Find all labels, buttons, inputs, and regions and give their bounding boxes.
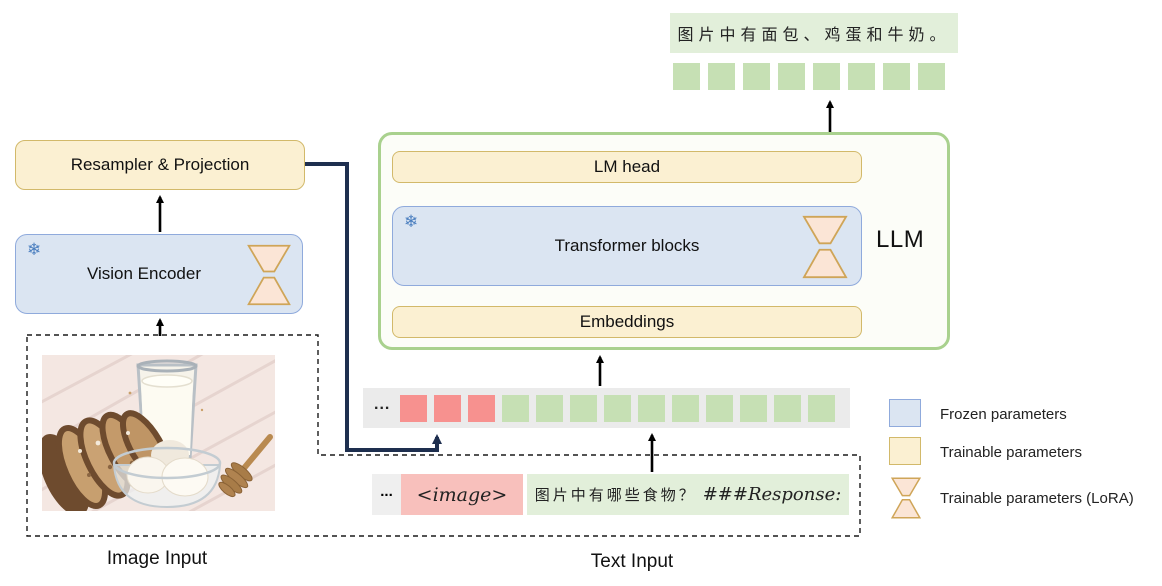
frozen-snowflake-icon: ❄ bbox=[27, 240, 42, 259]
green-token bbox=[672, 394, 700, 422]
frozen-snowflake-icon: ❄ bbox=[404, 212, 419, 231]
green-token bbox=[918, 62, 945, 90]
legend-trainable-label: Trainable parameters bbox=[940, 444, 1083, 461]
green-token bbox=[536, 394, 564, 422]
green-token bbox=[813, 62, 840, 90]
resampler-label: Resampler & Projection bbox=[70, 155, 250, 174]
image-input-label: Image Input bbox=[106, 548, 208, 569]
red-token bbox=[468, 394, 496, 422]
green-token bbox=[848, 62, 875, 90]
multimodal-token-bar: ... bbox=[363, 388, 850, 428]
embeddings-label: Embeddings bbox=[579, 312, 675, 331]
prompt-response-tag: ###Response: bbox=[702, 484, 842, 505]
green-token bbox=[706, 394, 734, 422]
legend-frozen-label: Frozen parameters bbox=[940, 406, 1067, 423]
green-token bbox=[604, 394, 632, 422]
lora-hourglass-icon bbox=[802, 215, 848, 279]
lora-hourglass-icon bbox=[247, 244, 291, 306]
transformer-block: ❄ Transformer blocks bbox=[392, 206, 862, 286]
lm-head-block: LM head bbox=[392, 151, 862, 183]
green-token bbox=[638, 394, 666, 422]
legend-lora-label: Trainable parameters (LoRA) bbox=[940, 490, 1134, 507]
green-token bbox=[740, 394, 768, 422]
embeddings-block: Embeddings bbox=[392, 306, 862, 338]
output-caption: 图片中有面包、鸡蛋和牛奶。 bbox=[670, 13, 958, 53]
green-token bbox=[502, 394, 530, 422]
food-photo bbox=[42, 355, 275, 511]
trainable-swatch bbox=[889, 437, 921, 465]
image-placeholder-token: <image> bbox=[401, 474, 523, 515]
text-input-label: Text Input bbox=[590, 551, 674, 572]
red-token bbox=[400, 394, 428, 422]
green-token bbox=[673, 62, 700, 90]
transformer-label: Transformer blocks bbox=[554, 236, 700, 255]
vision-encoder-block: ❄ Vision Encoder bbox=[15, 234, 303, 314]
green-token bbox=[708, 62, 735, 90]
frozen-swatch bbox=[889, 399, 921, 427]
input-ellipsis: ... bbox=[372, 474, 401, 515]
prompt-segment: 图片中有哪些食物？ ###Response: bbox=[527, 474, 849, 515]
text-input-bar: ... <image> 图片中有哪些食物？ ###Response: bbox=[372, 474, 849, 515]
resampler-block: Resampler & Projection bbox=[15, 140, 305, 190]
token-sequence bbox=[400, 394, 836, 422]
segment-divider bbox=[523, 474, 527, 515]
lm-head-label: LM head bbox=[593, 157, 661, 176]
lora-swatch-hourglass-icon bbox=[890, 477, 922, 519]
prompt-chinese: 图片中有哪些食物？ bbox=[534, 486, 697, 504]
red-token bbox=[434, 394, 462, 422]
green-token bbox=[570, 394, 598, 422]
green-token bbox=[774, 394, 802, 422]
vision-encoder-label: Vision Encoder bbox=[86, 264, 202, 283]
green-token bbox=[778, 62, 805, 90]
token-ellipsis: ... bbox=[374, 396, 391, 413]
green-token bbox=[808, 394, 836, 422]
green-token bbox=[883, 62, 910, 90]
llm-title: LLM bbox=[876, 226, 925, 253]
output-token-row bbox=[673, 62, 945, 90]
green-token bbox=[743, 62, 770, 90]
